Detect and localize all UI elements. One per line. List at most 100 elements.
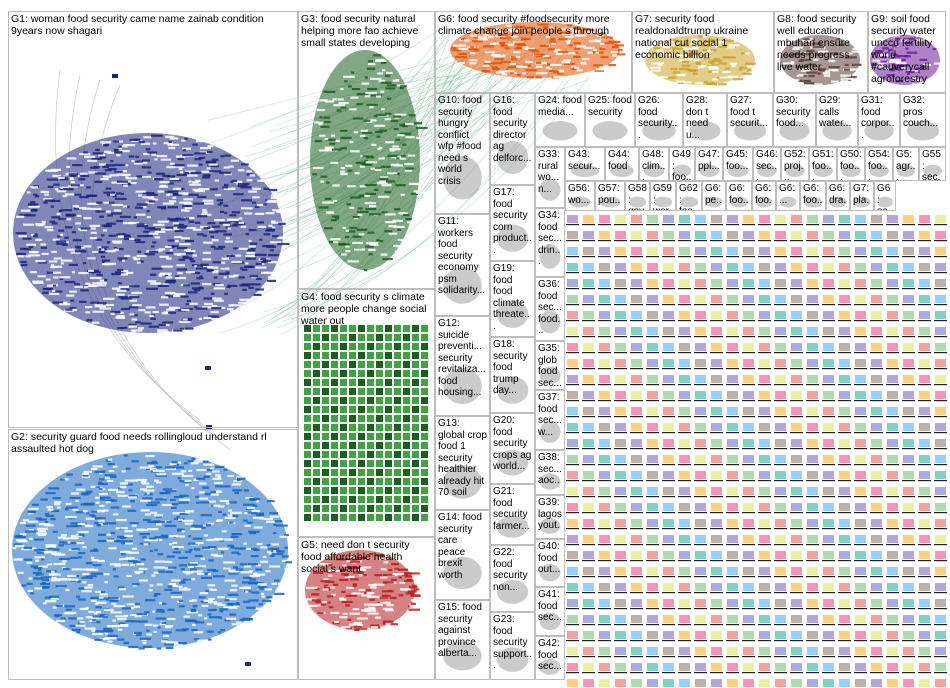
node-shadow [598,528,611,529]
node [583,327,594,335]
node-shadow [630,496,643,497]
node [839,407,850,415]
node-shadow [662,416,675,417]
node-shadow [678,352,691,353]
node [791,583,802,591]
node [871,311,882,319]
node-shadow [742,272,755,273]
node [823,423,834,431]
node [775,567,786,575]
node-shadow [694,416,707,417]
node-shadow [870,272,883,273]
node-shadow [806,240,819,241]
node-shadow [726,256,739,257]
node-shadow [566,512,579,513]
node-shadow [806,432,819,433]
node [615,535,626,543]
node [807,519,818,527]
node-shadow [614,320,627,321]
node-shadow [646,432,659,433]
node-shadow [726,224,739,225]
group-box-g38: G38: sec... aoc... [535,450,565,495]
node-shadow [854,336,867,337]
node [935,359,946,367]
node [855,311,866,319]
node-shadow [646,224,659,225]
node [871,647,882,655]
node [919,295,930,303]
node [919,279,930,287]
group-label: G9: soil food security water unccd ferti… [871,13,943,85]
node-shadow [886,576,899,577]
node-shadow [886,320,899,321]
node-shadow [630,544,643,545]
node-shadow [790,480,803,481]
group-box-g29: G29: calls water... [816,93,858,147]
node [711,423,722,431]
group-label: G6: pe... [705,183,723,211]
node [823,551,834,559]
node [903,343,914,351]
group-label: G16: food security director ag delforc..… [493,95,532,164]
node [919,343,930,351]
node [567,615,578,623]
group-label: G6: foo... [755,183,773,211]
node-shadow [614,288,627,289]
node-shadow [822,240,835,241]
node [679,247,690,255]
group-label: G39: lagos yout... [538,497,562,539]
group-label: G57: pou... [598,183,622,211]
node-shadow [774,384,787,385]
node [711,343,722,351]
node [615,455,626,463]
group-label: G43: secur... [568,149,602,172]
node-shadow [630,384,643,385]
group-box-g8: G8: food security well education mbuhari… [774,11,868,93]
node [807,663,818,671]
node-shadow [582,496,595,497]
node-shadow [582,528,595,529]
node [711,231,722,239]
node [903,615,914,623]
node-shadow [614,528,627,529]
node [791,231,802,239]
node [823,311,834,319]
node [615,423,626,431]
node-shadow [646,304,659,305]
node [759,263,770,271]
node-shadow [582,544,595,545]
node [727,247,738,255]
node [871,535,882,543]
node-shadow [646,512,659,513]
node-shadow [854,400,867,401]
node [727,295,738,303]
group-label: G35: glob food sec... [538,343,562,389]
node-shadow [934,432,947,433]
node [663,647,674,655]
node [615,343,626,351]
node [727,663,738,671]
node [567,407,578,415]
node [567,375,578,383]
node [919,455,930,463]
node [791,423,802,431]
node [567,231,578,239]
node [791,279,802,287]
group-label: G11: workers food security economy psm s… [438,216,487,297]
node [647,343,658,351]
node-shadow [726,592,739,593]
node [759,631,770,639]
node [695,615,706,623]
node [679,535,690,543]
node-shadow [614,672,627,673]
node-shadow [838,288,851,289]
node [567,295,578,303]
node-shadow [918,240,931,241]
node [759,615,770,623]
group-box-g12: G12: suicide preventi... security revita… [435,316,490,416]
node [647,215,658,223]
node-shadow [806,304,819,305]
group-label: G55: sec... [922,149,943,181]
node-shadow [694,448,707,449]
node-shadow [934,464,947,465]
